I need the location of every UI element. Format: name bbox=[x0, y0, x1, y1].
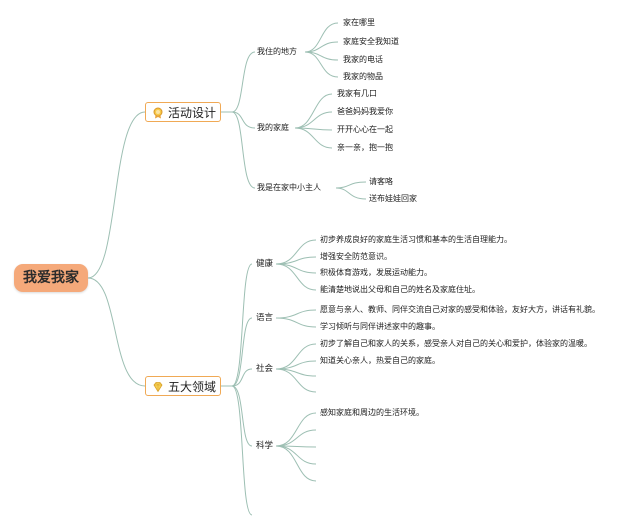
leaf-item[interactable]: 愿意与亲人、教师、同伴交流自己对家的感受和体验，友好大方，讲话有礼貌。 bbox=[320, 305, 600, 314]
root-node[interactable]: 我爱我家 bbox=[14, 264, 88, 292]
leaf-item[interactable]: 我家的电话 bbox=[343, 55, 383, 64]
leaf-item[interactable]: 增强安全防范意识。 bbox=[320, 252, 392, 261]
group-label[interactable]: 健康 bbox=[256, 259, 274, 269]
leaf-item[interactable]: 学习倾听与同伴讲述家中的趣事。 bbox=[320, 322, 440, 331]
branch-domains-title: 五大领域 bbox=[168, 380, 217, 394]
group-label[interactable]: 我是在家中小主人 bbox=[257, 183, 321, 192]
leaf-item[interactable]: 我家的物品 bbox=[343, 72, 383, 81]
diamond-icon bbox=[153, 382, 163, 393]
leaf-item[interactable]: 送布娃娃回家 bbox=[369, 194, 417, 203]
group-label[interactable]: 我住的地方 bbox=[257, 47, 297, 56]
leaf-item[interactable]: 开开心心在一起 bbox=[337, 125, 393, 134]
branch-five-domains[interactable]: 五大领域 bbox=[145, 376, 221, 396]
leaf-item[interactable]: 家在哪里 bbox=[343, 18, 375, 27]
leaf-item[interactable]: 积极体育游戏，发展运动能力。 bbox=[320, 268, 432, 277]
leaf-item[interactable]: 能清楚地说出父母和自己的姓名及家庭住址。 bbox=[320, 285, 480, 294]
leaf-item[interactable]: 初步养成良好的家庭生活习惯和基本的生活自理能力。 bbox=[320, 235, 512, 244]
leaf-item[interactable]: 请客咯 bbox=[369, 177, 393, 186]
award-medal-icon bbox=[153, 107, 163, 119]
branch-activity-title: 活动设计 bbox=[168, 106, 217, 120]
group-label[interactable]: 语言 bbox=[256, 313, 274, 323]
leaf-item[interactable]: 我家有几口 bbox=[337, 89, 377, 98]
leaf-item[interactable]: 亲一亲，抱一抱 bbox=[337, 143, 393, 152]
group-label[interactable]: 我的家庭 bbox=[257, 123, 289, 132]
group-label[interactable]: 社会 bbox=[256, 364, 274, 374]
leaf-item[interactable]: 爸爸妈妈我爱你 bbox=[337, 107, 393, 116]
leaf-item[interactable]: 知道关心亲人，热爱自己的家庭。 bbox=[320, 356, 440, 365]
group-label[interactable]: 科学 bbox=[256, 441, 274, 451]
branch-activity-design[interactable]: 活动设计 bbox=[145, 102, 221, 122]
leaf-item[interactable]: 感知家庭和周边的生活环境。 bbox=[320, 408, 424, 417]
leaf-item[interactable]: 初步了解自己和家人的关系，感受亲人对自己的关心和爱护，体验家的温暖。 bbox=[320, 339, 592, 348]
leaf-item[interactable]: 家庭安全我知道 bbox=[343, 37, 399, 46]
